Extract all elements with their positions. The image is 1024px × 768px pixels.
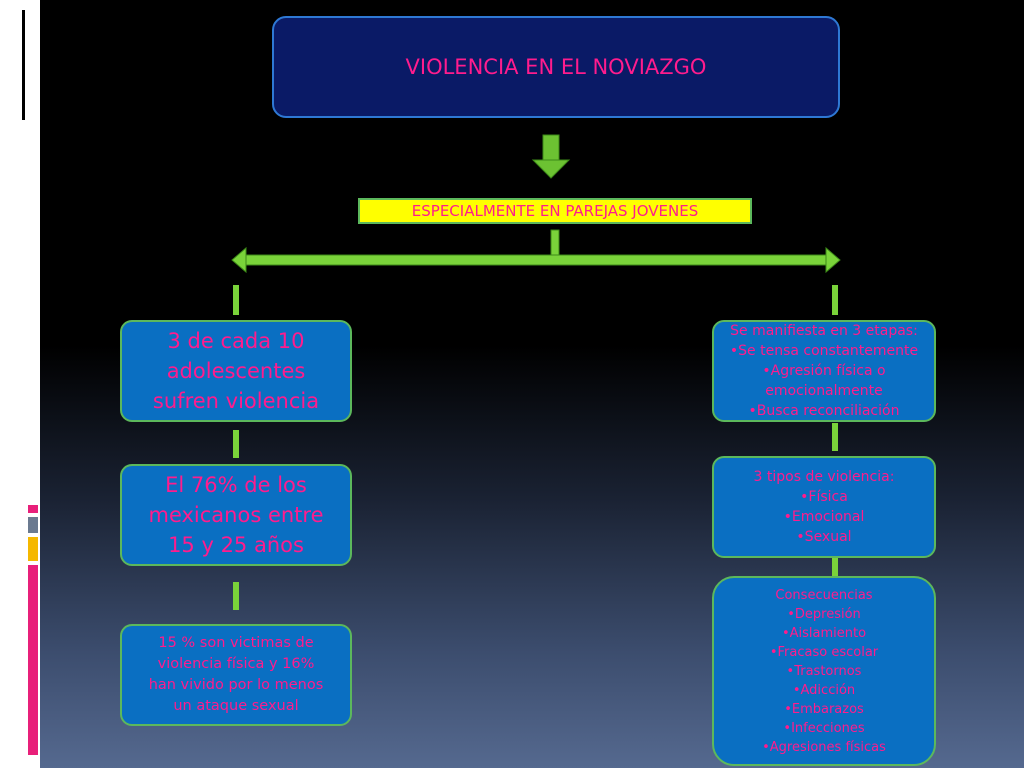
text-line: 3 tipos de violencia: <box>753 469 895 485</box>
right-box-2: 3 tipos de violencia: •Física •Emocional… <box>712 456 936 558</box>
text-line: •Física <box>800 489 848 505</box>
text-line: •Sexual <box>796 529 852 545</box>
right-box-3: Consecuencias •Depresión •Aislamiento •F… <box>712 576 936 766</box>
text-line: violencia física y 16% <box>157 656 315 672</box>
left-connector-3 <box>233 582 239 610</box>
left-box-2: El 76% de los mexicanos entre 15 y 25 añ… <box>120 464 352 566</box>
down-arrow-icon <box>531 134 571 179</box>
text-line: •Emocional <box>783 509 865 525</box>
left-connector-1 <box>233 285 239 315</box>
text-line: •Trastornos <box>786 663 862 679</box>
text-line: •Fracaso escolar <box>769 644 879 660</box>
text-line: •Busca reconciliación <box>748 403 900 419</box>
left-box-1: 3 de cada 10 adolescentes sufren violenc… <box>120 320 352 422</box>
text-line: •Agresión física o <box>762 363 886 379</box>
decorative-white-blocks <box>22 10 36 120</box>
text-line: 15 % son victimas de <box>158 635 314 651</box>
text-line: sufren violencia <box>152 389 320 413</box>
decorative-pink-bar-2 <box>28 565 38 755</box>
text-line: Consecuencias <box>775 587 873 603</box>
decorative-gray-bar <box>28 517 38 533</box>
left-connector-2 <box>233 430 239 458</box>
diagram-title: VIOLENCIA EN EL NOVIAZGO <box>405 55 707 79</box>
text-line: •Se tensa constantemente <box>729 343 919 359</box>
left-box-3: 15 % son victimas de violencia física y … <box>120 624 352 726</box>
text-line: 15 y 25 años <box>168 533 304 557</box>
text-line: emocionalmente <box>765 383 883 399</box>
right-connector-3 <box>832 558 838 576</box>
text-line: mexicanos entre <box>148 503 324 527</box>
text-line: 3 de cada 10 <box>167 329 305 353</box>
double-arrow-icon <box>231 246 841 274</box>
text-line: El 76% de los <box>165 473 307 497</box>
text-line: •Aislamiento <box>781 625 867 641</box>
right-connector-1 <box>832 285 838 315</box>
text-line: •Agresiones físicas <box>762 739 886 755</box>
text-line: •Infecciones <box>783 720 865 736</box>
text-line: •Depresión <box>787 606 861 622</box>
decorative-pink-bar-1 <box>28 505 38 513</box>
right-connector-2 <box>832 423 838 451</box>
text-line: Se manifiesta en 3 etapas: <box>730 323 918 339</box>
subtitle-text: ESPECIALMENTE EN PAREJAS JOVENES <box>411 202 699 220</box>
right-box-1: Se manifiesta en 3 etapas: •Se tensa con… <box>712 320 936 422</box>
text-line: han vivido por lo menos <box>148 677 324 693</box>
text-line: un ataque sexual <box>173 698 299 714</box>
text-line: •Embarazos <box>784 701 864 717</box>
subtitle-box: ESPECIALMENTE EN PAREJAS JOVENES <box>358 198 752 224</box>
decorative-yellow-bar <box>28 537 38 561</box>
diagram-title-box: VIOLENCIA EN EL NOVIAZGO <box>272 16 840 118</box>
text-line: •Adicción <box>792 682 856 698</box>
text-line: adolescentes <box>166 359 306 383</box>
